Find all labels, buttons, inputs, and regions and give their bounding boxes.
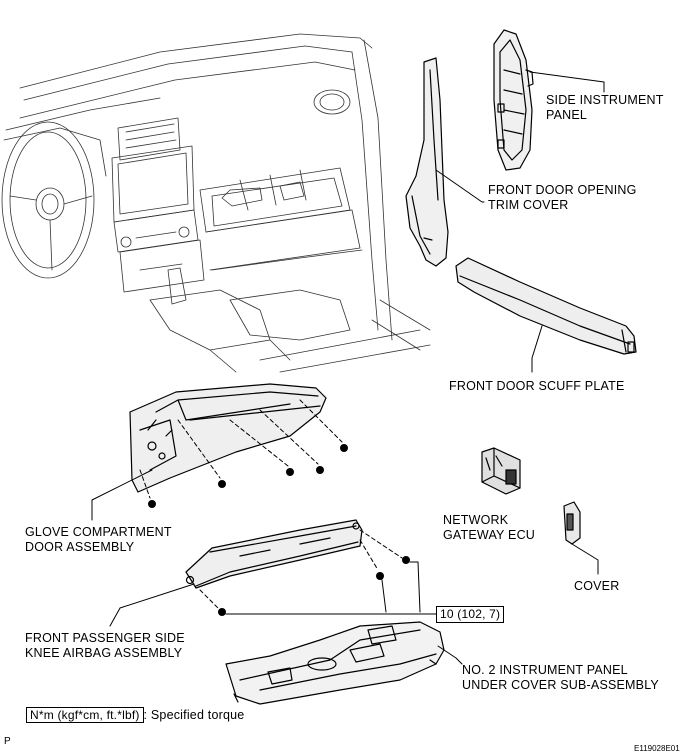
cover-part — [563, 501, 581, 545]
cover-leader — [571, 543, 599, 575]
under-cover-leader — [437, 645, 463, 665]
label-knee-airbag-assembly: FRONT PASSENGER SIDE KNEE AIRBAG ASSEMBL… — [25, 631, 185, 660]
knee-airbag-assembly-part — [185, 519, 363, 589]
label-network-gateway-ecu: NETWORK GATEWAY ECU — [443, 513, 536, 542]
page-marker: P — [4, 736, 11, 747]
torque-legend-text: : Specified torque — [143, 708, 245, 722]
side-instrument-panel-part — [493, 29, 534, 171]
network-gateway-ecu-part — [481, 447, 521, 495]
figure-code: E119028E01 — [634, 744, 680, 753]
knee-airbag-leader — [109, 583, 195, 627]
vehicle-dashboard-illustration — [1, 33, 431, 373]
trim-cover-leader — [435, 169, 485, 203]
label-front-door-scuff-plate: FRONT DOOR SCUFF PLATE — [449, 379, 625, 393]
torque-value-box: 10 (102, 7) — [436, 606, 505, 623]
knee-airbag-bolts — [199, 529, 437, 616]
front-door-opening-trim-cover-part — [405, 57, 449, 267]
scuff-plate-leader — [531, 325, 543, 373]
glove-compartment-leader — [91, 469, 153, 521]
torque-legend-unit: N*m (kgf*cm, ft.*lbf) — [26, 707, 144, 723]
under-cover-sub-assembly-part — [225, 621, 445, 705]
label-side-instrument-panel: SIDE INSTRUMENT PANEL — [546, 93, 664, 122]
label-front-door-opening-trim-cover: FRONT DOOR OPENING TRIM COVER — [488, 183, 637, 212]
label-cover: COVER — [574, 579, 620, 593]
glove-compartment-door-part — [129, 383, 327, 493]
glove-box-screws — [139, 399, 348, 508]
label-glove-compartment-door-assembly: GLOVE COMPARTMENT DOOR ASSEMBLY — [25, 525, 172, 554]
torque-legend: N*m (kgf*cm, ft.*lbf): Specified torque — [26, 707, 245, 723]
front-door-scuff-plate-part — [455, 257, 637, 355]
side-instrument-panel-leader — [529, 71, 605, 93]
label-under-cover-sub-assembly: NO. 2 INSTRUMENT PANEL UNDER COVER SUB-A… — [462, 663, 659, 692]
